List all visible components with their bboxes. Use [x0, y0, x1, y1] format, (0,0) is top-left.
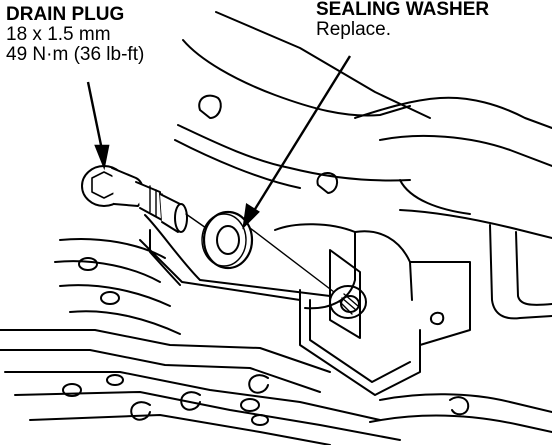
hook-1 — [130, 401, 151, 421]
sealing-washer-arrowhead — [242, 202, 260, 230]
drain-hole-thread — [339, 293, 359, 315]
housing-right-rib-2 — [515, 231, 552, 306]
housing-right-lower — [399, 209, 552, 239]
fin-3 — [59, 284, 171, 307]
sealing-washer-leader — [250, 55, 352, 215]
fin-2 — [54, 260, 161, 283]
bracket-side — [354, 230, 413, 301]
hook-4 — [449, 396, 470, 416]
housing-right-rib — [489, 224, 552, 320]
housing-boss-mid — [316, 172, 339, 194]
housing-right-body — [379, 134, 552, 167]
crossmember-top — [0, 329, 331, 373]
pan-lip-upper — [144, 214, 331, 297]
drain-plug-end — [174, 203, 188, 233]
fin-4 — [69, 310, 181, 335]
fin-boss-2 — [100, 291, 120, 305]
sealing-washer-illustration — [201, 210, 254, 270]
bracket-inner — [309, 299, 411, 383]
drain-plug-illustration — [81, 165, 188, 233]
lower-boss-3 — [240, 398, 260, 412]
housing-right-top — [354, 96, 552, 129]
washer-to-hole-line — [249, 227, 335, 293]
lower-boss-1 — [62, 383, 82, 397]
drain-plug-leader — [86, 81, 104, 151]
drain-plug-shank — [135, 181, 163, 221]
drain-plug-title: DRAIN PLUG — [6, 4, 125, 25]
housing-right-step — [399, 179, 471, 215]
crossmember-lower-1 — [4, 371, 381, 421]
lower-boss-4 — [251, 414, 269, 426]
sealing-washer-edge — [201, 213, 247, 267]
bracket-outline — [274, 223, 356, 310]
pan-lip-edge — [149, 229, 181, 286]
bracket-right-hole — [430, 311, 445, 326]
plug-to-washer-line — [185, 213, 207, 229]
sealing-washer-hole — [216, 225, 240, 255]
bracket-base — [299, 289, 421, 396]
lower-boss-2 — [106, 374, 124, 386]
bracket-right-plate — [409, 261, 471, 346]
housing-boss-left — [198, 94, 222, 119]
drain-plug-arrowhead — [94, 144, 110, 171]
sealing-washer-title: SEALING WASHER — [316, 0, 490, 20]
crossmember-bottom — [0, 349, 321, 393]
crossmember-right — [379, 393, 552, 413]
housing-upper-edge — [215, 11, 431, 119]
pan-lip-lower — [139, 239, 301, 301]
drain-plug-size: 18 x 1.5 mm — [6, 23, 111, 45]
drain-hole-outer — [329, 285, 367, 319]
crossmember-lower-3 — [29, 414, 331, 445]
housing-top-curve — [182, 39, 411, 117]
hook-2 — [180, 391, 201, 411]
sealing-washer-callout: SEALING WASHER Replace. — [316, 0, 489, 40]
fin-1 — [59, 237, 166, 259]
drain-plug-torque: 49 N·m (36 lb-ft) — [6, 43, 145, 65]
fin-boss-1 — [78, 257, 98, 271]
sealing-washer-note: Replace. — [316, 18, 391, 40]
hook-3 — [248, 374, 269, 394]
housing-flange-line-2 — [174, 139, 301, 189]
crossmember-lower-2 — [14, 391, 401, 441]
drain-plug-callout: DRAIN PLUG 18 x 1.5 mm 49 N·m (36 lb-ft) — [6, 5, 144, 65]
housing-flange-line — [177, 124, 411, 182]
crossmember-right-2 — [369, 414, 552, 433]
